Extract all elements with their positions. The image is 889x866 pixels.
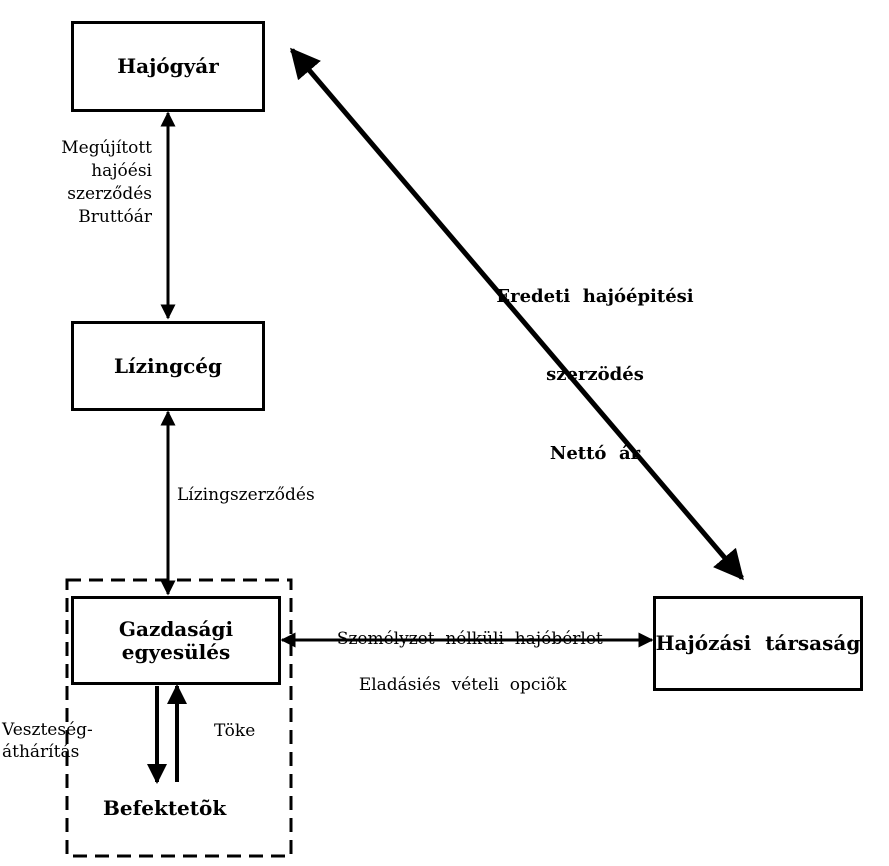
- edge-label-original-contract-line2: szerzödés: [546, 364, 644, 386]
- node-leasing-company: Lízingcég: [71, 321, 265, 411]
- edge-label-loss-transfer-line1: Veszteség-: [2, 720, 93, 740]
- edge-label-original-contract-line3: Nettó ár: [549, 442, 641, 464]
- edge-label-renewed-contract-line4: Bruttóár: [78, 206, 152, 227]
- node-economic-association: Gazdasági egyesülés: [71, 596, 281, 685]
- edge-label-renewed-contract-line1: Megújított: [61, 138, 152, 158]
- node-shipping-company: Hajózási társaság: [653, 596, 863, 691]
- edge-label-original-contract: Eredeti hajóépitési szerzödés Nettó ár: [480, 232, 710, 493]
- edge-label-leasing-contract: Lízingszerződés: [177, 485, 315, 505]
- node-investors: Befektetõk: [103, 795, 226, 821]
- edge-label-renewed-contract-line3: szerződés: [67, 183, 152, 204]
- node-economic-association-label-line2: egyesülés: [121, 639, 231, 664]
- node-economic-association-label-line1: Gazdasági: [118, 616, 234, 641]
- edge-label-sale-purchase-options: Eladásiés vételi opciõk: [358, 675, 567, 696]
- edge-label-bareboat-charter: Személyzet nélküli hajóbérlet: [336, 629, 603, 650]
- arrow-shipyard-shipping: [290, 47, 744, 581]
- edge-label-loss-transfer-line2: áthárítás: [2, 742, 80, 763]
- node-investors-label: Befektetõk: [103, 796, 227, 820]
- node-shipyard: Hajógyár: [71, 21, 265, 112]
- edge-label-renewed-contract-line2: hajóési: [91, 160, 152, 181]
- edge-label-capital: Töke: [214, 721, 256, 741]
- node-shipping-company-label: Hajózási társaság: [655, 631, 861, 655]
- edge-label-loss-transfer: Veszteség- áthárítás: [2, 719, 93, 763]
- edge-label-renewed-contract: Megújított hajóési szerződés Bruttóár: [40, 137, 152, 229]
- economic-association-boundary: [65, 578, 293, 858]
- edge-label-original-contract-line1: Eredeti hajóépitési: [496, 286, 694, 308]
- node-shipyard-label: Hajógyár: [117, 54, 219, 78]
- node-leasing-company-label: Lízingcég: [113, 353, 223, 378]
